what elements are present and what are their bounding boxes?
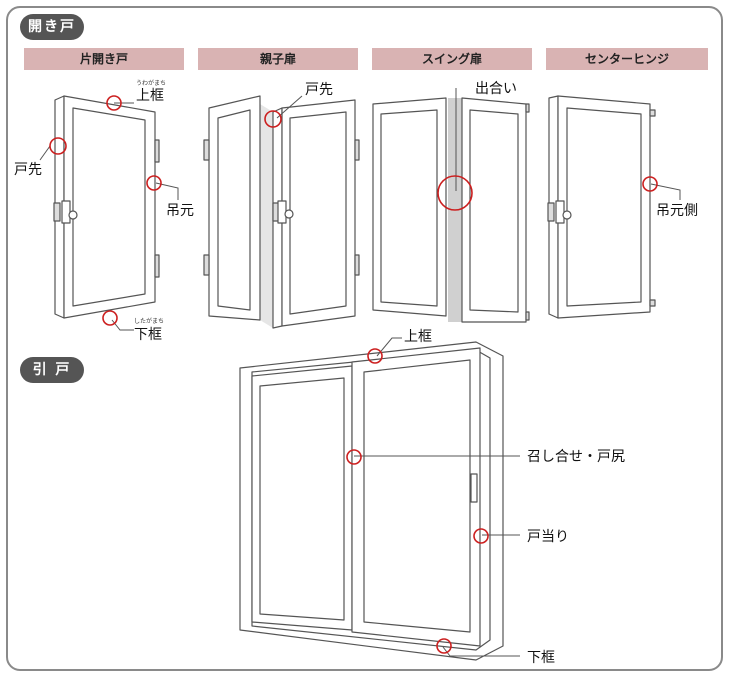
single-door-illustration <box>53 95 160 319</box>
marker-hinge-side <box>146 175 162 191</box>
center-hinge-door-illustration <box>547 95 656 319</box>
marker-door-stop <box>473 528 489 544</box>
marker-bottom-frame <box>102 310 118 326</box>
marker-door-edge-2 <box>264 110 282 128</box>
label-hinge-side-center: 吊元側 <box>656 203 698 219</box>
marker-hinge-side-center <box>642 176 658 192</box>
label-sliding-bottom-frame: 下框 <box>527 650 555 666</box>
marker-meeting <box>437 175 473 211</box>
marker-sliding-top-frame <box>367 348 383 364</box>
swing-door-illustration <box>372 97 530 323</box>
label-bottom-frame-ruby: したがまち <box>134 317 164 325</box>
label-meeting: 出合い <box>475 81 517 97</box>
section-sliding-door: 引 戸 <box>20 357 84 383</box>
section-hinged-door: 開き戸 <box>20 14 84 40</box>
type-header-swing: スイング扉 <box>372 48 532 70</box>
marker-sliding-bottom-frame <box>436 638 452 654</box>
label-door-edge: 戸先 <box>14 162 42 178</box>
parent-child-door-illustration <box>203 95 360 329</box>
outer-frame <box>6 6 723 671</box>
label-top-frame: 上框 <box>136 88 164 104</box>
marker-meeting-stile <box>346 449 362 465</box>
label-meeting-stile: 召し合せ・戸尻 <box>527 449 625 465</box>
type-header-single: 片開き戸 <box>24 48 184 70</box>
label-sliding-top-frame: 上框 <box>404 329 432 345</box>
label-door-edge-2: 戸先 <box>305 82 333 98</box>
sliding-door-illustration <box>239 341 504 661</box>
marker-top-frame <box>106 95 122 111</box>
type-header-center-hinge: センターヒンジ <box>546 48 708 70</box>
label-bottom-frame: 下框 <box>134 327 162 343</box>
type-header-parent-child: 親子扉 <box>198 48 358 70</box>
marker-door-edge <box>49 137 67 155</box>
label-top-frame-ruby: うわがまち <box>136 79 166 87</box>
label-door-stop: 戸当り <box>527 529 569 545</box>
label-hinge-side: 吊元 <box>166 203 194 219</box>
